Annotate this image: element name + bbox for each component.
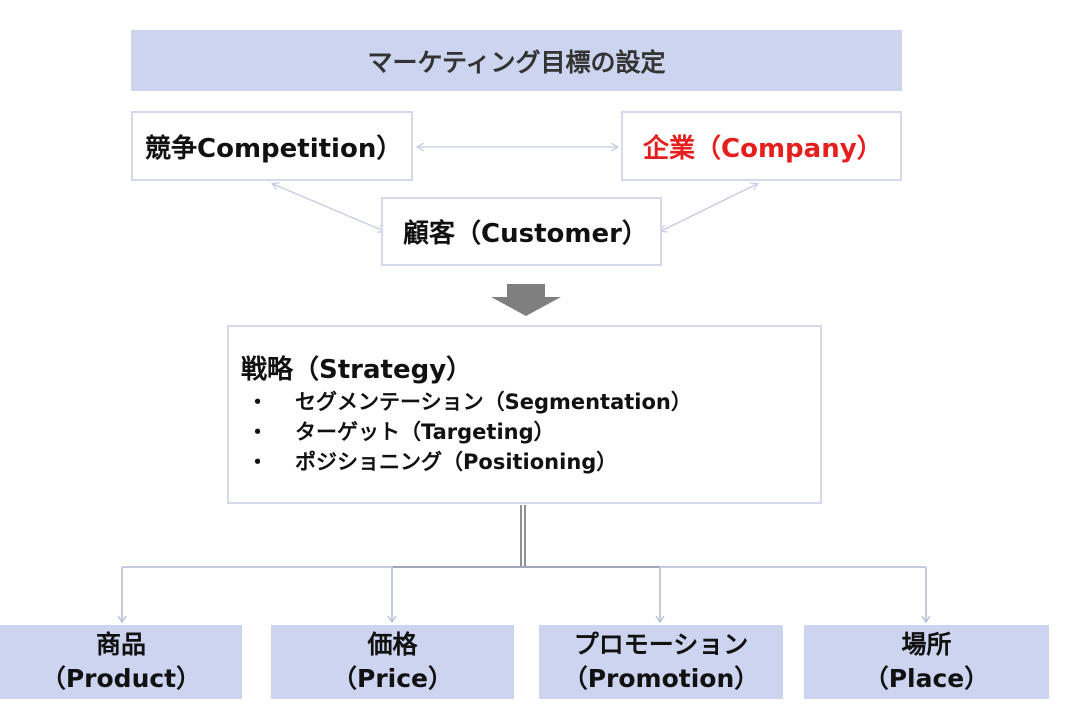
strategy-item-positioning: ・ ポジショニング（Positioning）	[241, 447, 820, 477]
strategy-box: 戦略（Strategy） ・ セグメンテーション（Segmentation） ・…	[227, 325, 822, 504]
bullet: ・	[247, 390, 268, 414]
mix-label-en: （Place）	[863, 664, 990, 693]
mix-label-ja: プロモーション	[573, 630, 749, 659]
down-arrow-icon	[491, 284, 561, 316]
mix-box-price: 価格 （Price）	[271, 625, 514, 699]
strategy-item-segmentation: ・ セグメンテーション（Segmentation）	[241, 387, 820, 417]
mix-label-en: （Promotion）	[562, 664, 760, 693]
bullet: ・	[247, 450, 268, 474]
competition-customer-arrow	[273, 184, 384, 231]
mix-box-place: 場所 （Place）	[804, 625, 1049, 699]
strategy-item-label: セグメンテーション（Segmentation）	[295, 390, 692, 414]
bullet: ・	[247, 420, 268, 444]
competition-label: 競争Competition）	[145, 133, 403, 164]
mix-label-ja: 場所	[901, 630, 952, 659]
strategy-item-label: ポジショニング（Positioning）	[295, 450, 618, 474]
mix-label-en: （Price）	[332, 664, 453, 693]
company-label: 企業（Company）	[643, 133, 883, 164]
mix-label-ja: 価格	[367, 630, 418, 659]
mix-box-promotion: プロモーション （Promotion）	[539, 625, 783, 699]
customer-label: 顧客（Customer）	[403, 219, 648, 249]
strategy-item-targeting: ・ ターゲット（Targeting）	[241, 417, 820, 447]
company-box: 企業（Company）	[621, 111, 902, 181]
mix-label-ja: 商品	[95, 630, 146, 659]
title-bar: マーケティング目標の設定	[131, 30, 902, 91]
company-customer-arrow	[661, 184, 757, 231]
mix-box-product: 商品 （Product）	[0, 625, 242, 699]
strategy-title: 戦略（Strategy）	[241, 355, 473, 385]
customer-box: 顧客（Customer）	[381, 197, 662, 266]
strategy-item-label: ターゲット（Targeting）	[295, 420, 555, 444]
mix-label-en: （Product）	[40, 664, 202, 693]
title-text: マーケティング目標の設定	[367, 47, 666, 77]
competition-box: 競争Competition）	[131, 111, 413, 181]
